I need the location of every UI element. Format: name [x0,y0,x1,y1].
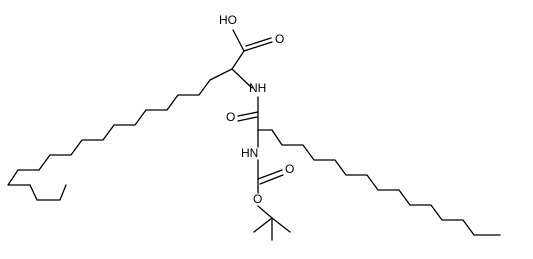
boc-group [253,159,291,241]
bond-c-o-double-2 [245,37,272,47]
bond-o-tbutyl [257,205,273,219]
left-alpha-region [209,68,253,89]
left-alkyl-chain [7,79,211,186]
amide-nh-label: NH [249,81,266,95]
bond-alpha-chain [209,68,233,81]
bond-amide-co-2 [237,116,258,122]
hydroxyl-label: HO [219,13,237,27]
bond-amide-co-1 [237,111,259,117]
carboxylic-acid-group [231,29,273,70]
right-alpha-region [257,129,273,148]
bond-alpha-nh [231,68,253,89]
right-alkyl-chain [271,129,501,236]
bond-tbutyl-me-2 [253,217,273,233]
bond-tbutyl-me-3 [271,217,291,233]
bond-carbamate-co-1 [257,169,283,180]
ester-oxygen-label: O [253,192,262,206]
left-alkyl-chain-tail [29,184,67,201]
carbamate-carbonyl-oxygen-label: O [285,162,294,176]
bond-carbamate-co-2 [259,174,284,185]
acid-carbonyl-oxygen-label: O [275,32,284,46]
bond-oh [232,29,245,52]
bond-acid-alpha [231,50,245,70]
amide-oxygen-label: O [226,110,235,124]
amide-group [237,96,259,131]
bond-c-o-double-1 [243,41,273,52]
carbamate-nh-label: HN [241,146,258,160]
